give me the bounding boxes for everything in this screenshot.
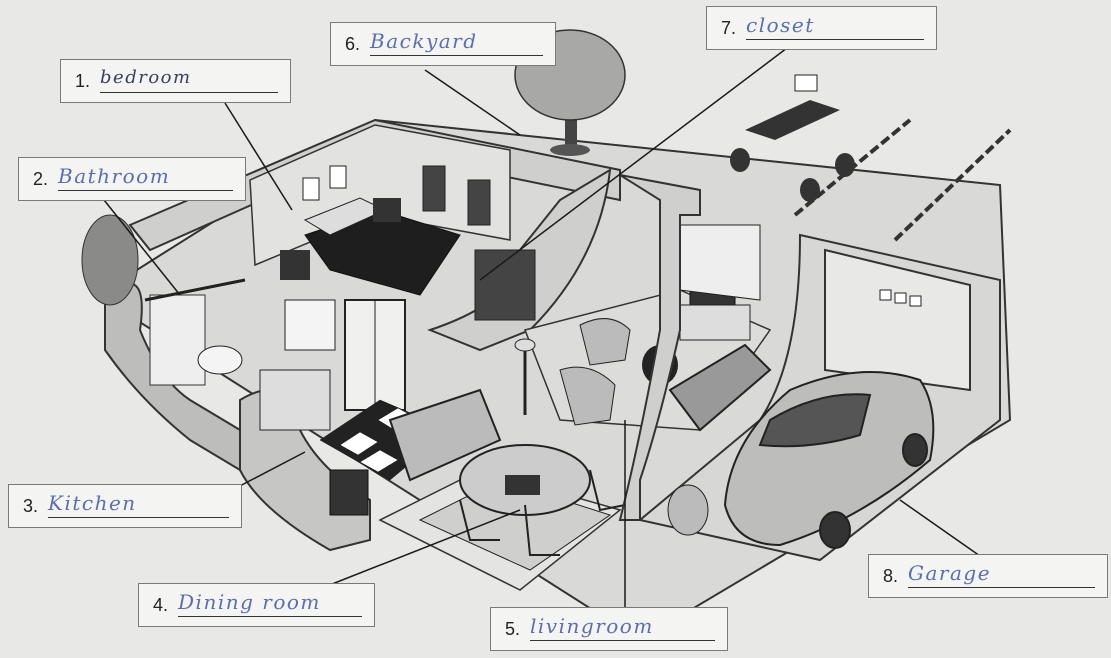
label-number: 5. <box>505 619 520 640</box>
answer-line[interactable]: livingroom <box>530 614 715 641</box>
answer-text: livingroom <box>530 614 715 638</box>
label-box-5: 5. livingroom <box>490 607 728 651</box>
label-box-3: 3. Kitchen <box>8 484 242 528</box>
label-number: 7. <box>721 18 736 39</box>
label-box-8: 8. Garage <box>868 554 1108 598</box>
answer-line[interactable]: Bathroom <box>58 164 233 191</box>
label-box-7: 7. closet <box>706 6 937 50</box>
answer-text: Backyard <box>370 29 543 53</box>
answer-line[interactable]: bedroom <box>100 66 278 93</box>
answer-text: Dining room <box>178 590 362 614</box>
label-box-2: 2. Bathroom <box>18 157 246 201</box>
answer-line[interactable]: Kitchen <box>48 491 229 518</box>
answer-text: Kitchen <box>48 491 229 515</box>
label-box-6: 6. Backyard <box>330 22 556 66</box>
label-number: 1. <box>75 71 90 92</box>
label-number: 3. <box>23 496 38 517</box>
label-number: 2. <box>33 169 48 190</box>
answer-line[interactable]: Backyard <box>370 29 543 56</box>
answer-text: Bathroom <box>58 164 233 188</box>
answer-text: Garage <box>908 561 1095 585</box>
answer-line[interactable]: Garage <box>908 561 1095 588</box>
answer-line[interactable]: Dining room <box>178 590 362 617</box>
label-box-4: 4. Dining room <box>138 583 375 627</box>
label-number: 6. <box>345 34 360 55</box>
label-number: 8. <box>883 566 898 587</box>
answer-line[interactable]: closet <box>746 13 924 40</box>
answer-text: closet <box>746 13 924 37</box>
label-box-1: 1. bedroom <box>60 59 291 103</box>
label-number: 4. <box>153 595 168 616</box>
answer-text: bedroom <box>100 66 278 90</box>
